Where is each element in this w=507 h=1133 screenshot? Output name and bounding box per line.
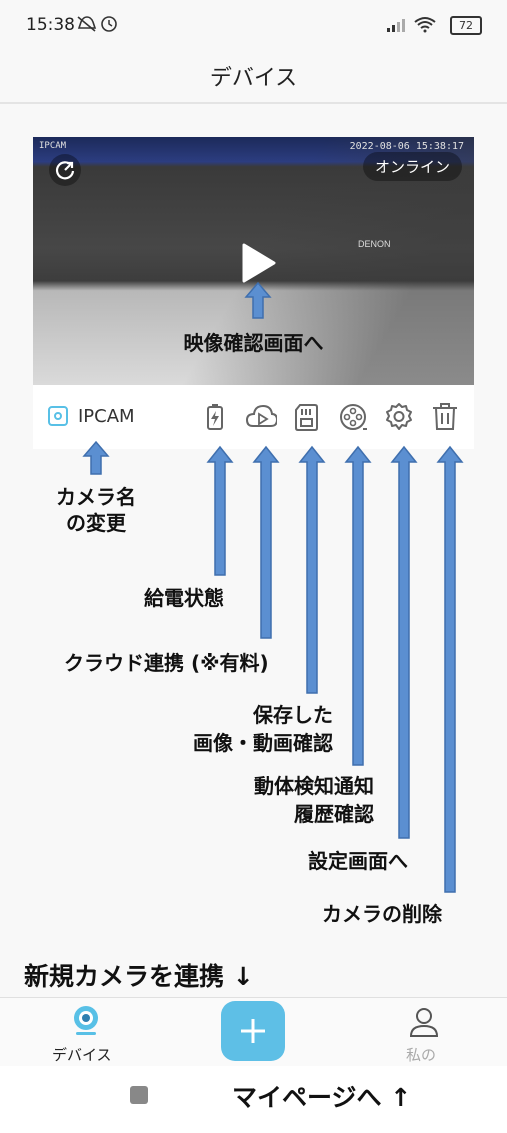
annotation-motion-line1: 動体検知通知 xyxy=(254,774,374,798)
notification-icons xyxy=(75,14,119,38)
annotation-saved-line1: 保存した xyxy=(253,703,333,727)
camera-name[interactable]: IPCAM xyxy=(78,406,135,427)
arrow-to-sd xyxy=(298,445,326,694)
wifi-icon xyxy=(414,17,436,23)
refresh-icon xyxy=(55,161,75,180)
annotation-to-mypage: マイページへ ↑ xyxy=(232,1083,412,1112)
arrow-to-motion xyxy=(344,445,372,766)
arrow-to-camera-name xyxy=(82,440,110,475)
annotation-motion-line2: 履歴確認 xyxy=(294,802,374,826)
device-tab-icon xyxy=(74,1006,98,1035)
annotation-delete: カメラの削除 xyxy=(322,902,442,926)
bell-off-icon xyxy=(77,16,117,32)
nav-label-device: デバイス xyxy=(52,1046,112,1064)
alarm-icon xyxy=(101,16,117,32)
annotation-add-new: 新規カメラを連携 ↓ xyxy=(24,962,254,991)
status-time: 15:38 xyxy=(26,15,75,35)
refresh-button[interactable] xyxy=(49,154,81,186)
status-bar: 15:38 72 xyxy=(0,0,507,50)
system-icons xyxy=(385,14,445,38)
film-reel-icon[interactable] xyxy=(337,401,369,433)
arrow-to-cloud xyxy=(252,445,280,639)
page-title: デバイス xyxy=(209,66,298,91)
camera-overlay-label: IPCAM xyxy=(39,141,67,151)
nav-item-device[interactable]: デバイス xyxy=(40,998,130,1066)
system-nav-bar: マイページへ ↑ xyxy=(0,1066,507,1133)
device-info-bar: IPCAM xyxy=(33,385,474,449)
arrow-to-settings xyxy=(390,445,418,839)
nav-item-me[interactable]: 私の xyxy=(390,998,460,1066)
add-camera-button[interactable] xyxy=(221,1001,285,1061)
online-status-badge: オンライン xyxy=(362,152,462,181)
battery-icon: 72 xyxy=(450,16,482,35)
annotation-settings: 設定画面へ xyxy=(308,849,408,873)
annotation-motion: 動体検知通知 履歴確認 xyxy=(218,772,374,828)
arrow-to-play xyxy=(244,281,272,319)
header: デバイス xyxy=(0,50,507,104)
recent-apps-button[interactable] xyxy=(130,1086,148,1104)
annotation-rename: カメラ名 の変更 xyxy=(48,484,144,536)
nav-label-me: 私の xyxy=(406,1046,437,1064)
annotation-to-video: 映像確認画面へ xyxy=(183,331,324,355)
user-icon xyxy=(409,1008,439,1037)
annotation-saved: 保存した 画像・動画確認 xyxy=(168,701,333,757)
sd-card-icon[interactable] xyxy=(291,401,323,433)
play-icon[interactable] xyxy=(238,241,278,285)
annotation-rename-line1: カメラ名 xyxy=(56,485,136,509)
battery-charging-icon[interactable] xyxy=(199,401,231,433)
annotation-cloud: クラウド連携 (※有料) xyxy=(64,651,269,675)
camera-icon xyxy=(48,406,68,426)
annotation-rename-line2: の変更 xyxy=(66,511,126,535)
gear-icon[interactable] xyxy=(383,401,415,433)
arrow-to-battery xyxy=(206,445,234,576)
bottom-nav: デバイス 私の xyxy=(0,997,507,1066)
signal-icon xyxy=(387,17,436,33)
annotation-saved-line2: 画像・動画確認 xyxy=(193,731,333,755)
camera-timestamp: 2022-08-06 15:38:17 xyxy=(349,141,464,152)
annotation-power: 給電状態 xyxy=(144,586,224,610)
brand-text: DENON xyxy=(358,239,391,249)
camera-preview[interactable]: IPCAM 2022-08-06 15:38:17 オンライン DENON 映像… xyxy=(33,137,474,385)
trash-icon[interactable] xyxy=(429,401,461,433)
arrow-to-delete xyxy=(436,445,464,893)
plus-icon xyxy=(241,1019,265,1043)
